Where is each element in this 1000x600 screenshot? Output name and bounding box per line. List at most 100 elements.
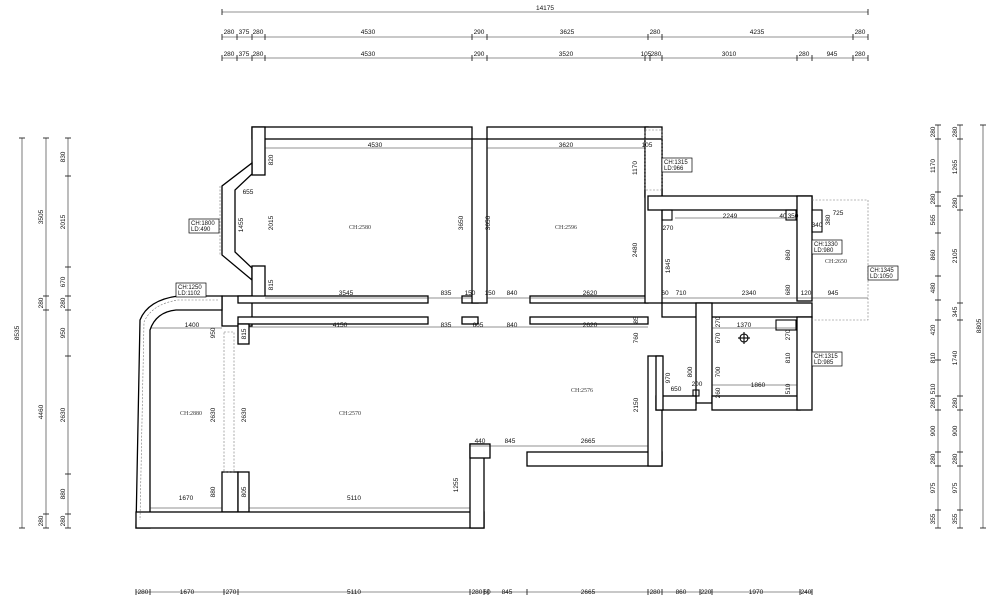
svg-text:2150: 2150 bbox=[633, 397, 640, 412]
svg-text:760: 760 bbox=[633, 332, 640, 343]
left-outer-0: 3505 bbox=[38, 209, 45, 224]
svg-text:650: 650 bbox=[671, 386, 682, 393]
room-right-bedroom: CH:2596 bbox=[555, 225, 577, 231]
right-outer-1: 1265 bbox=[952, 159, 959, 174]
svg-text:LD:985: LD:985 bbox=[814, 360, 834, 366]
right-inner-5: 480 bbox=[930, 282, 937, 293]
right-inner-12: 975 bbox=[930, 482, 937, 493]
bot-6: 845 bbox=[502, 589, 513, 596]
right-inner-8: 510 bbox=[930, 383, 937, 394]
svg-text:LD:1102: LD:1102 bbox=[178, 291, 201, 297]
top-r1-2: 280 bbox=[253, 29, 264, 36]
bot-10: 220 bbox=[701, 589, 712, 596]
svg-text:800: 800 bbox=[687, 366, 694, 377]
right-outer-9: 975 bbox=[952, 482, 959, 493]
top-r2-5: 3520 bbox=[559, 51, 574, 58]
svg-text:3650: 3650 bbox=[485, 215, 492, 230]
right-inner-1: 1170 bbox=[930, 159, 937, 173]
left-inner-4: 950 bbox=[60, 327, 67, 338]
svg-text:1170: 1170 bbox=[632, 161, 639, 175]
svg-text:810: 810 bbox=[785, 352, 792, 363]
right-inner-13: 355 bbox=[930, 513, 937, 524]
bot-9: 860 bbox=[676, 589, 687, 596]
right-inner-2: 280 bbox=[930, 193, 937, 204]
svg-text:725: 725 bbox=[833, 210, 844, 217]
svg-text:2480: 2480 bbox=[632, 242, 639, 257]
svg-text:840: 840 bbox=[507, 322, 518, 329]
svg-text:680: 680 bbox=[785, 284, 792, 295]
svg-text:880: 880 bbox=[210, 486, 217, 497]
right-outer-0: 280 bbox=[952, 126, 959, 137]
svg-text:710: 710 bbox=[676, 290, 687, 297]
svg-text:LD:490: LD:490 bbox=[191, 227, 211, 233]
svg-text:CH:1330: CH:1330 bbox=[814, 242, 838, 248]
right-inner-11: 280 bbox=[930, 453, 937, 464]
bot-11: 1970 bbox=[749, 589, 764, 596]
right-inner-9: 280 bbox=[930, 397, 937, 408]
top-r2-9: 280 bbox=[799, 51, 810, 58]
top-r1-5: 3625 bbox=[560, 29, 575, 36]
left-inner-1: 2015 bbox=[60, 214, 67, 229]
svg-text:2620: 2620 bbox=[583, 290, 598, 297]
top-r1-7: 4235 bbox=[750, 29, 765, 36]
bot-7: 2665 bbox=[581, 589, 596, 596]
svg-text:CH:1800: CH:1800 bbox=[191, 221, 215, 227]
svg-text:2665: 2665 bbox=[581, 438, 596, 445]
top-r2-10: 945 bbox=[827, 51, 838, 58]
svg-text:85: 85 bbox=[633, 316, 640, 324]
svg-text:845: 845 bbox=[505, 438, 516, 445]
svg-text:1670: 1670 bbox=[179, 495, 194, 502]
svg-text:1255: 1255 bbox=[453, 477, 460, 492]
label-box-bay: CH:1800 LD:490 bbox=[188, 218, 220, 234]
svg-text:4530: 4530 bbox=[368, 142, 383, 149]
left-inner-3: 280 bbox=[60, 297, 67, 308]
svg-text:1400: 1400 bbox=[185, 322, 200, 329]
left-outer-1: 280 bbox=[38, 297, 45, 308]
right-inner-7: 810 bbox=[930, 352, 937, 363]
right-outer-10: 355 bbox=[952, 513, 959, 524]
svg-text:260: 260 bbox=[715, 387, 722, 398]
inner-dimensions: 4530 820 2015 815 3650 655 1455 3545 835… bbox=[150, 142, 868, 509]
top-r2-8: 3010 bbox=[722, 51, 737, 58]
svg-text:4150: 4150 bbox=[333, 322, 348, 329]
right-outer-2: 280 bbox=[952, 197, 959, 208]
left-outer-2: 4460 bbox=[38, 404, 45, 419]
svg-text:2340: 2340 bbox=[742, 290, 757, 297]
bot-1: 1670 bbox=[180, 589, 195, 596]
svg-text:950: 950 bbox=[210, 327, 217, 338]
svg-text:350: 350 bbox=[788, 213, 799, 220]
top-r2-0: 280 bbox=[224, 51, 235, 58]
bottom-dimensions: 280 1670 270 5110 280 60 845 2665 280 86… bbox=[135, 589, 813, 596]
svg-text:3545: 3545 bbox=[339, 290, 354, 297]
svg-text:3620: 3620 bbox=[559, 142, 574, 149]
svg-text:945: 945 bbox=[828, 290, 839, 297]
svg-text:270: 270 bbox=[715, 316, 722, 327]
svg-text:LD:966: LD:966 bbox=[664, 166, 684, 172]
label-box-kitchen: CH:1330 LD:980 bbox=[811, 239, 843, 255]
svg-text:440: 440 bbox=[475, 438, 486, 445]
svg-text:120: 120 bbox=[801, 290, 812, 297]
svg-text:270: 270 bbox=[785, 329, 792, 340]
left-dimensions: 8535 3505 280 4460 280 830 2015 670 280 … bbox=[14, 137, 71, 529]
label-box-bath: CH:1315 LD:985 bbox=[811, 351, 843, 367]
top-total-dim: 14175 bbox=[536, 5, 554, 12]
top-dimensions: 14175 280 375 280 4530 290 3625 280 4235… bbox=[221, 5, 869, 61]
svg-text:805: 805 bbox=[241, 486, 248, 497]
right-outer-6: 280 bbox=[952, 397, 959, 408]
left-inner-6: 880 bbox=[60, 488, 67, 499]
bot-3: 5110 bbox=[347, 589, 361, 596]
room-living: CH:2570 bbox=[339, 411, 361, 417]
bot-4: 280 bbox=[472, 589, 483, 596]
top-r1-4: 290 bbox=[474, 29, 485, 36]
svg-text:LD:980: LD:980 bbox=[814, 248, 834, 254]
top-r2-1: 375 bbox=[239, 51, 250, 58]
right-outer-4: 345 bbox=[952, 306, 959, 317]
label-box-top-right: CH:1315 LD:966 bbox=[661, 157, 693, 173]
right-inner-10: 900 bbox=[930, 425, 937, 436]
bot-0: 280 bbox=[138, 589, 149, 596]
svg-text:105: 105 bbox=[642, 142, 653, 149]
svg-text:150: 150 bbox=[465, 290, 476, 297]
svg-text:510: 510 bbox=[785, 383, 792, 394]
svg-text:1370: 1370 bbox=[737, 322, 752, 329]
